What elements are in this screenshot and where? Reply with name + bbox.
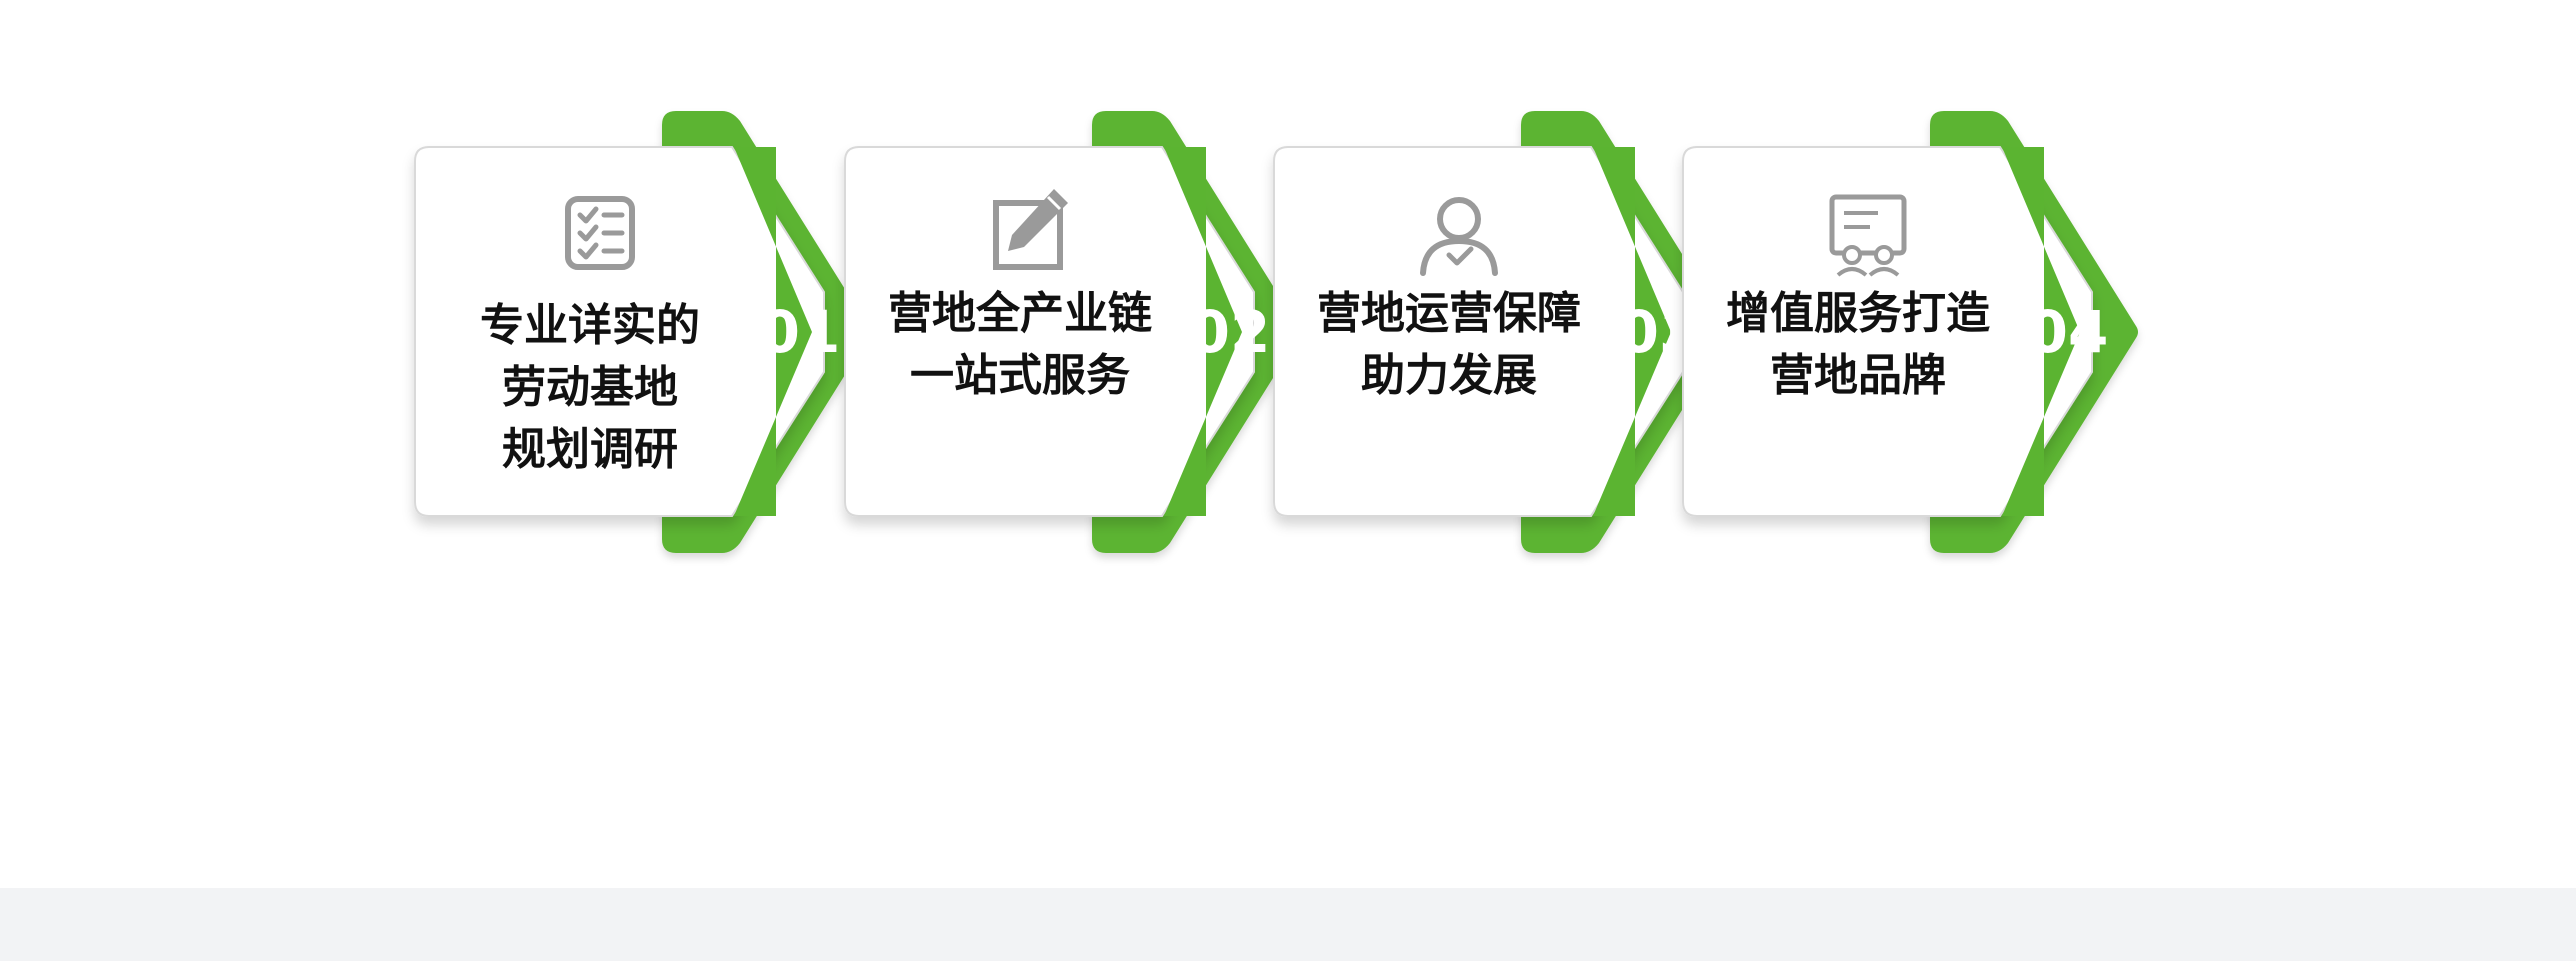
footer-band xyxy=(0,888,2576,961)
step-number: 04 xyxy=(2028,298,2109,366)
step-card-body xyxy=(1273,146,1684,517)
step-title-line: 规划调研 xyxy=(502,424,678,475)
step-card-body xyxy=(414,146,825,517)
step-title-line: 劳动基地 xyxy=(502,362,678,413)
step-title-line: 营地运营保障 xyxy=(1317,288,1581,339)
step-title-line: 营地品牌 xyxy=(1770,350,1946,401)
step-arrow-notch xyxy=(2002,147,2080,516)
step-card-body xyxy=(1682,146,2093,517)
step-arrow-notch xyxy=(1164,147,1242,516)
step-title-line: 一站式服务 xyxy=(910,350,1130,401)
step-title-line: 助力发展 xyxy=(1361,350,1537,401)
step-number: 02 xyxy=(1190,298,1271,366)
checklist-icon xyxy=(565,196,635,270)
user-check-icon xyxy=(1420,197,1498,276)
edit-icon xyxy=(993,189,1068,270)
step-arrow-notch xyxy=(734,147,812,516)
step-arrow-notch xyxy=(1593,147,1671,516)
step-number: 01 xyxy=(760,298,841,366)
step-title-line: 营地全产业链 xyxy=(888,288,1152,339)
step-card-body xyxy=(844,146,1255,517)
step-title-line: 专业详实的 xyxy=(480,300,700,351)
step-title-line: 增值服务打造 xyxy=(1726,288,1990,339)
certificate-icon xyxy=(1829,194,1907,277)
